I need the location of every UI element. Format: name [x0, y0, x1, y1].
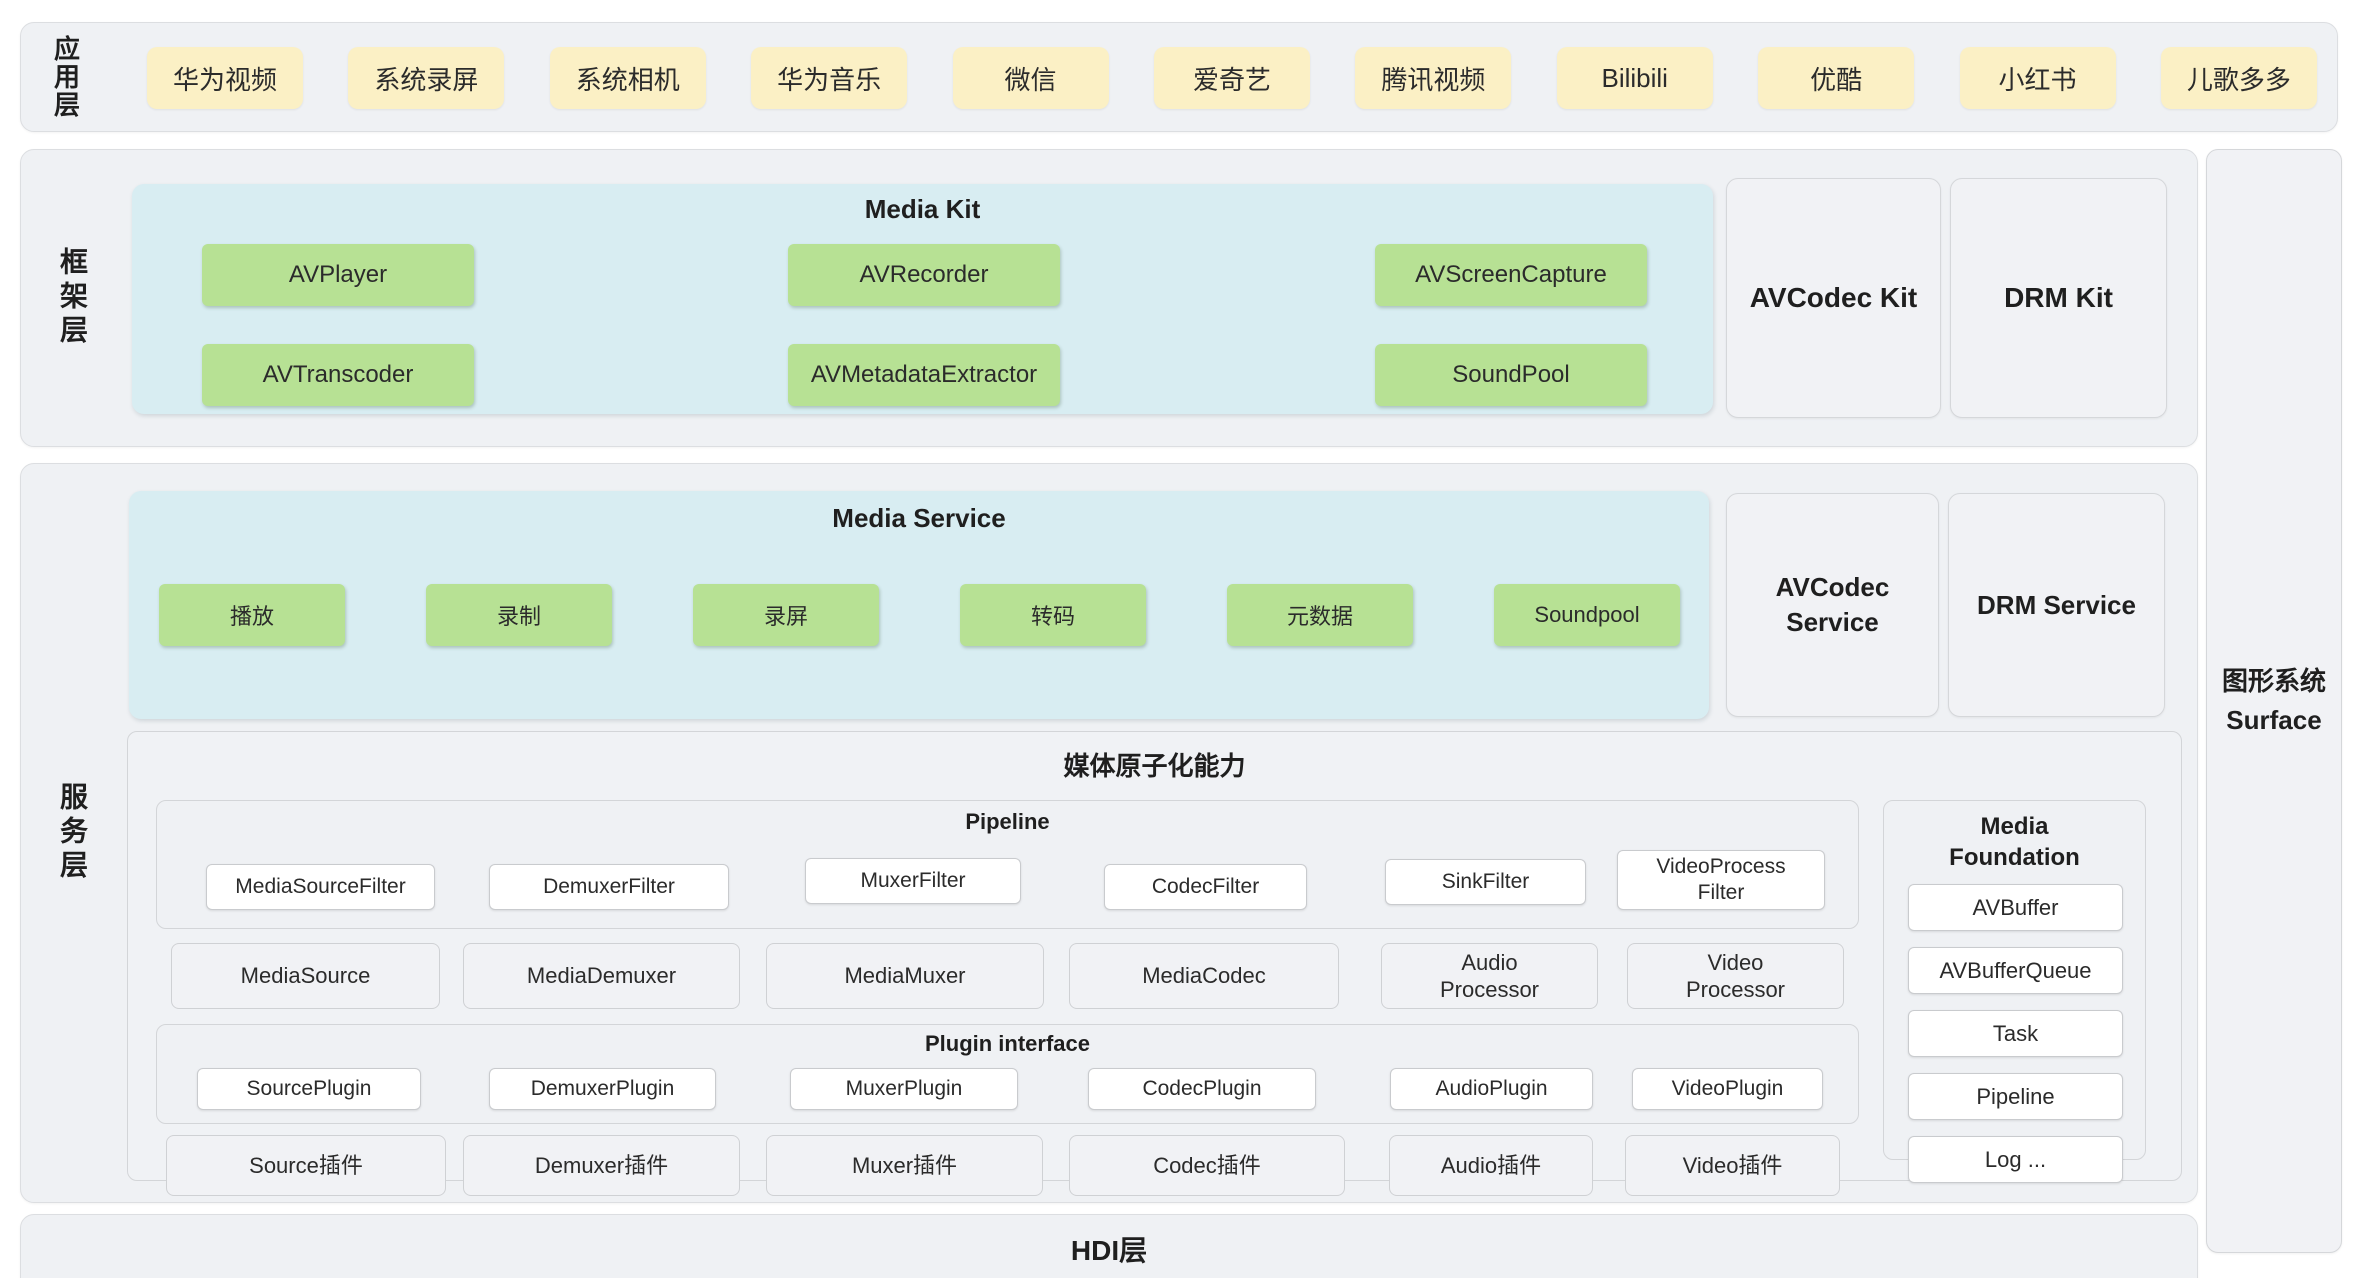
media-kit-title: Media Kit: [864, 194, 981, 224]
node-screen-recording: 录屏: [693, 584, 879, 646]
node-avplayer: AVPlayer: [202, 244, 474, 306]
node-recording: 录制: [426, 584, 612, 646]
node-playback: 播放: [159, 584, 345, 646]
drm-service-panel: DRM Service: [1948, 493, 2165, 717]
framework-layer: 框架层 Media Kit AVPlayer AVRecorder AVScre…: [20, 149, 2198, 447]
node-demuxerplugin: DemuxerPlugin: [489, 1068, 716, 1110]
pipeline-box: Pipeline MediaSourceFilter DemuxerFilter…: [156, 800, 1859, 929]
app-chip-youku: 优酷: [1758, 47, 1915, 109]
service-layer: 服务层 Media Service 播放 录制 录屏 转码 元数据 Soundp…: [20, 463, 2198, 1203]
plugin-interface-box: Plugin interface SourcePlugin DemuxerPlu…: [156, 1024, 1859, 1124]
service-layer-label: 服务层: [57, 782, 88, 884]
graphics-surface-bar: 图形系统 Surface: [2206, 149, 2342, 1253]
node-sourceplugin: SourcePlugin: [197, 1068, 421, 1110]
media-atomic-capability-title: 媒体原子化能力: [1063, 751, 1246, 781]
node-videoplugin: VideoPlugin: [1632, 1068, 1823, 1110]
node-muxerfilter: MuxerFilter: [805, 858, 1021, 904]
node-avscreencapture: AVScreenCapture: [1375, 244, 1647, 306]
media-service-panel: Media Service 播放 录制 录屏 转码 元数据 Soundpool: [129, 491, 1709, 719]
node-soundpool-kit: SoundPool: [1375, 344, 1647, 406]
drm-kit-panel: DRM Kit: [1950, 178, 2167, 418]
node-avrecorder: AVRecorder: [788, 244, 1060, 306]
node-transcoding: 转码: [960, 584, 1146, 646]
node-pipeline-util: Pipeline: [1908, 1073, 2123, 1120]
node-muxerplugin: MuxerPlugin: [790, 1068, 1018, 1110]
node-metadata: 元数据: [1227, 584, 1413, 646]
node-avbufferqueue: AVBufferQueue: [1908, 947, 2123, 994]
node-mediacodec: MediaCodec: [1069, 943, 1339, 1009]
node-mediasource: MediaSource: [171, 943, 440, 1009]
node-audio-processor: Audio Processor: [1381, 943, 1598, 1009]
hdi-layer: HDI层: [20, 1214, 2198, 1278]
node-audioplugin: AudioPlugin: [1390, 1068, 1593, 1110]
node-avmetadataextractor: AVMetadataExtractor: [788, 344, 1060, 406]
avcodec-service-panel: AVCodec Service: [1726, 493, 1939, 717]
node-muxer-plugin-impl: Muxer插件: [766, 1135, 1043, 1196]
media-service-title: Media Service: [832, 503, 1006, 533]
app-chip-system-screenrec: 系统录屏: [348, 47, 505, 109]
node-videoprocessfilter: VideoProcess Filter: [1617, 850, 1825, 910]
node-demuxer-plugin-impl: Demuxer插件: [463, 1135, 740, 1196]
app-chip-system-camera: 系统相机: [549, 47, 706, 109]
node-mediasourcefilter: MediaSourceFilter: [206, 864, 435, 910]
node-avbuffer: AVBuffer: [1908, 884, 2123, 931]
app-layer-label: 应用层: [50, 35, 81, 119]
node-avtranscoder: AVTranscoder: [202, 344, 474, 406]
node-audio-plugin-impl: Audio插件: [1389, 1135, 1593, 1196]
node-task: Task: [1908, 1010, 2123, 1057]
app-chip-bilibili: Bilibili: [1556, 47, 1713, 109]
app-chip-huawei-video: 华为视频: [147, 47, 303, 109]
media-kit-panel: Media Kit AVPlayer AVRecorder AVScreenCa…: [132, 184, 1713, 414]
app-chip-ergeduoduo: 儿歌多多: [2160, 47, 2317, 109]
app-chip-wechat: 微信: [952, 47, 1109, 109]
media-foundation-box: Media Foundation AVBuffer AVBufferQueue …: [1883, 800, 2146, 1183]
app-chip-tencent-video: 腾讯视频: [1355, 47, 1512, 109]
app-chip-iqiyi: 爱奇艺: [1153, 47, 1310, 109]
node-codecfilter: CodecFilter: [1104, 864, 1307, 910]
node-demuxerfilter: DemuxerFilter: [489, 864, 729, 910]
node-video-plugin-impl: Video插件: [1625, 1135, 1840, 1196]
plugin-interface-title: Plugin interface: [924, 1031, 1091, 1056]
node-source-plugin-impl: Source插件: [166, 1135, 446, 1196]
node-codecplugin: CodecPlugin: [1088, 1068, 1316, 1110]
pipeline-title: Pipeline: [965, 809, 1050, 834]
media-atomic-capability-box: 媒体原子化能力 Pipeline MediaSourceFilter Demux…: [127, 731, 2182, 1196]
node-mediademuxer: MediaDemuxer: [463, 943, 740, 1009]
node-codec-plugin-impl: Codec插件: [1069, 1135, 1345, 1196]
app-layer: 应用层 华为视频 系统录屏 系统相机 华为音乐 微信 爱奇艺 腾讯视频 Bili…: [20, 22, 2338, 132]
hdi-layer-label: HDI层: [1070, 1235, 1148, 1266]
media-foundation-title: Media Foundation: [1949, 813, 2080, 872]
node-video-processor: Video Processor: [1627, 943, 1844, 1009]
avcodec-kit-panel: AVCodec Kit: [1726, 178, 1941, 418]
app-chip-huawei-music: 华为音乐: [751, 47, 908, 109]
node-log: Log ...: [1908, 1136, 2123, 1183]
node-mediamuxer: MediaMuxer: [766, 943, 1044, 1009]
app-chip-row: 华为视频 系统录屏 系统相机 华为音乐 微信 爱奇艺 腾讯视频 Bilibili…: [147, 47, 2317, 109]
framework-layer-label: 框架层: [57, 247, 88, 349]
app-chip-xiaohongshu: 小红书: [1959, 47, 2116, 109]
node-soundpool-service: Soundpool: [1494, 584, 1680, 646]
node-sinkfilter: SinkFilter: [1385, 859, 1586, 905]
